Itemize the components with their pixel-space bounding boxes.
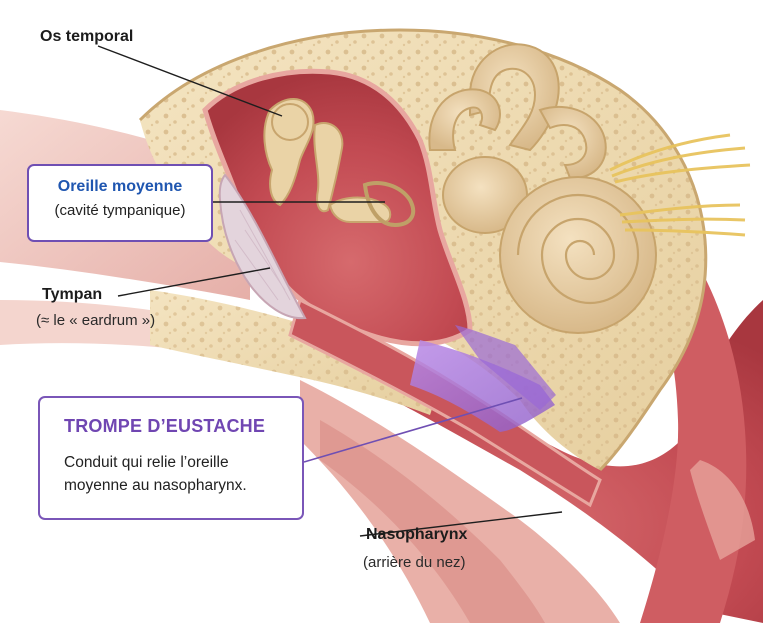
middle-ear-callout: Oreille moyenne (cavité tympanique)	[27, 164, 213, 242]
label-os-temporal: Os temporal	[40, 28, 134, 45]
eustachian-tube-callout: TROMPE D’EUSTACHE Conduit qui relie l’or…	[38, 396, 304, 520]
label-trompe-eustache: TROMPE D’EUSTACHE	[64, 416, 266, 436]
label-trompe-description: Conduit qui relie l’oreille moyenne au n…	[64, 454, 247, 494]
label-oreille-moyenne: Oreille moyenne	[57, 178, 183, 195]
label-eardrum: (≈ le « eardrum »)	[36, 312, 156, 329]
label-nasopharynx: Nasopharynx	[366, 526, 468, 543]
label-cavite-tympanique: (cavité tympanique)	[54, 202, 186, 219]
label-arriere-du-nez: (arrière du nez)	[363, 554, 466, 571]
label-tympan: Tympan	[42, 286, 103, 303]
